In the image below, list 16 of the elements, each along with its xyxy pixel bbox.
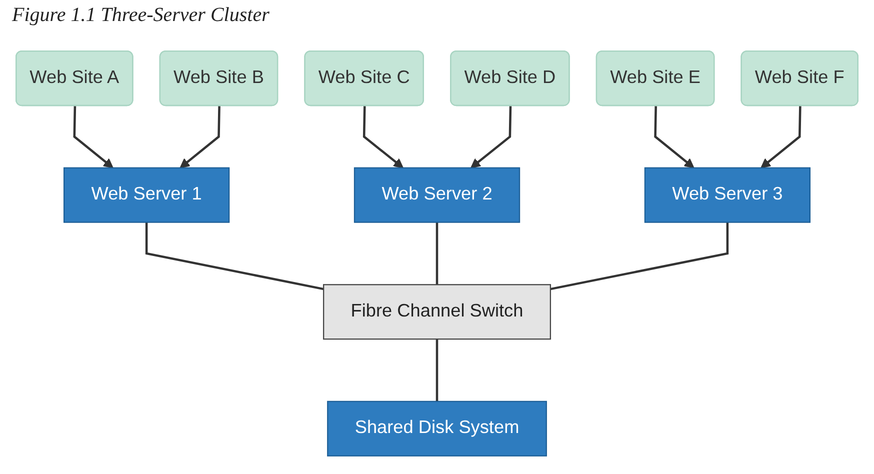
connector	[550, 222, 729, 290]
node-box: Shared Disk System	[327, 400, 547, 456]
arrow	[654, 106, 694, 168]
node-box: Web Server 1	[63, 166, 230, 222]
connector	[436, 222, 438, 284]
arrow	[73, 106, 114, 168]
node-box: Web Server 3	[644, 166, 811, 222]
connector	[145, 222, 324, 290]
arrow	[760, 106, 802, 168]
arrow	[362, 106, 404, 168]
node-box: Web Server 2	[354, 166, 520, 222]
connector	[436, 338, 438, 401]
arrow	[470, 106, 512, 168]
node-box: Fibre Channel Switch	[323, 284, 551, 340]
figure-title: Figure 1.1 Three-Server Cluster	[12, 4, 270, 27]
arrow	[180, 106, 220, 168]
